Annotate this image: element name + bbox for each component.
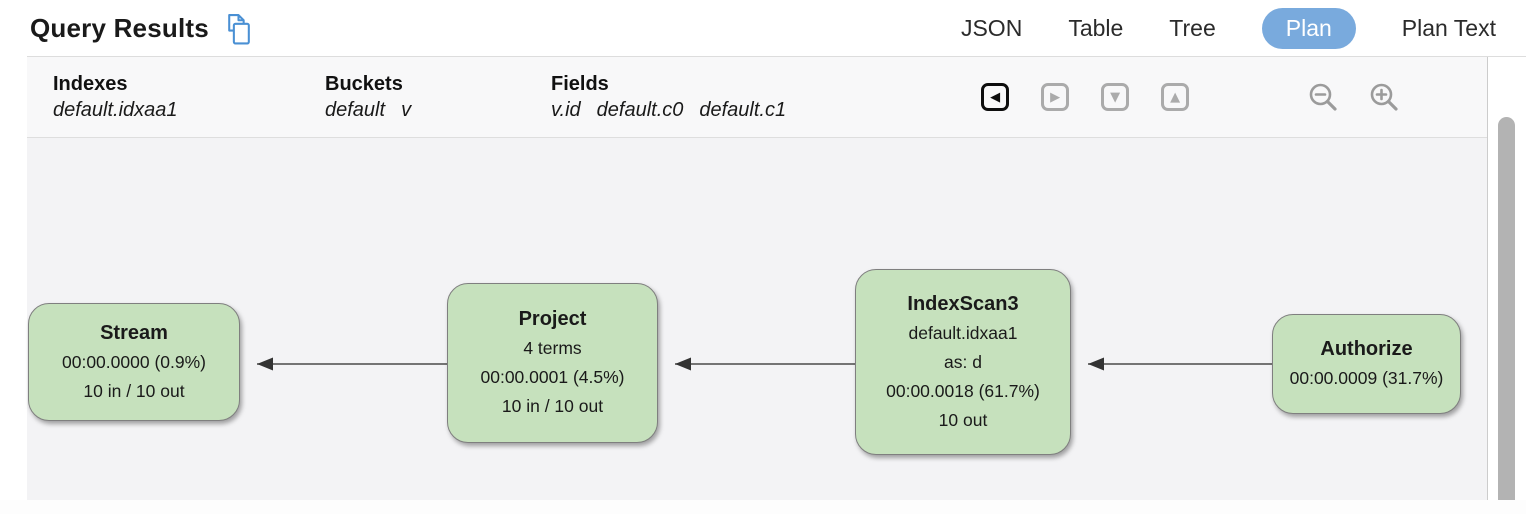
fields-summary: Fields v.id default.c0 default.c1 [551, 73, 786, 121]
vertical-scrollbar[interactable] [1488, 57, 1526, 514]
node-title: IndexScan3 [907, 292, 1019, 315]
header-divider [27, 56, 1526, 57]
tab-json[interactable]: JSON [960, 14, 1023, 41]
node-io: 10 in / 10 out [83, 380, 185, 401]
node-title: Authorize [1320, 338, 1413, 360]
copy-icon[interactable] [225, 13, 252, 46]
buckets-label: Buckets [325, 73, 403, 95]
node-detail: 4 terms [523, 338, 582, 358]
triangle-down-icon: ▼ [1110, 89, 1121, 105]
zoom-in-button[interactable] [1368, 81, 1400, 113]
zoom-out-icon [1309, 83, 1337, 111]
buckets-summary: Buckets default v [325, 73, 551, 121]
orient-up-button[interactable]: ▲ [1161, 83, 1190, 111]
plan-node-project[interactable]: Project 4 terms 00:00.0001 (4.5%) 10 in … [447, 283, 658, 443]
plan-toolbar: Indexes default.idxaa1 Buckets default v… [27, 57, 1487, 138]
plan-edges [257, 357, 1272, 371]
bucket-name: default [325, 99, 386, 121]
node-timing: 00:00.0018 (61.7%) [886, 380, 1040, 401]
orient-down-button[interactable]: ▼ [1101, 83, 1130, 111]
zoom-out-button[interactable] [1307, 81, 1339, 113]
tab-table[interactable]: Table [1068, 14, 1124, 41]
field-name: v.id [551, 99, 581, 121]
node-title: Stream [100, 321, 168, 344]
plan-node-authorize[interactable]: Authorize 00:00.0009 (31.7%) [1272, 314, 1461, 414]
plan-node-stream[interactable]: Stream 00:00.0000 (0.9%) 10 in / 10 out [28, 303, 240, 421]
bottom-strip [0, 500, 1526, 514]
node-io: 10 out [938, 409, 988, 430]
orientation-controls: ◀ ▶ ▼ ▲ [981, 83, 1190, 111]
zoom-in-icon [1370, 83, 1398, 111]
plan-node-indexscan3[interactable]: IndexScan3 default.idxaa1 as: d 00:00.00… [855, 269, 1071, 455]
page-title: Query Results [30, 12, 209, 43]
node-title: Project [518, 308, 587, 330]
node-index: default.idxaa1 [908, 322, 1018, 343]
fields-label: Fields [551, 73, 609, 95]
tab-plan-text[interactable]: Plan Text [1401, 14, 1496, 41]
field-name: default.c1 [699, 99, 787, 121]
tab-plan[interactable]: Plan [1261, 7, 1356, 49]
node-alias: as: d [944, 351, 982, 372]
orient-left-button[interactable]: ◀ [981, 83, 1010, 111]
triangle-up-icon: ▲ [1170, 89, 1181, 105]
node-timing: 00:00.0001 (4.5%) [480, 367, 625, 387]
scrollbar-thumb[interactable] [1498, 117, 1515, 514]
results-header: Query Results JSON Table Tree Plan Plan … [0, 0, 1526, 56]
node-timing: 00:00.0000 (0.9%) [62, 351, 206, 372]
index-name: default.idxaa1 [53, 99, 178, 121]
indexes-label: Indexes [53, 73, 128, 95]
field-name: default.c0 [596, 99, 684, 121]
plan-panel: Indexes default.idxaa1 Buckets default v… [27, 57, 1488, 500]
node-timing: 00:00.0009 (31.7%) [1289, 368, 1444, 388]
orient-right-button[interactable]: ▶ [1041, 83, 1070, 111]
node-io: 10 in / 10 out [501, 396, 604, 416]
triangle-right-icon: ▶ [1050, 89, 1061, 105]
tab-tree[interactable]: Tree [1169, 14, 1216, 41]
indexes-summary: Indexes default.idxaa1 [53, 73, 325, 121]
triangle-left-icon: ◀ [990, 89, 1001, 105]
bucket-alias: v [401, 99, 412, 121]
zoom-controls [1307, 81, 1400, 113]
plan-diagram: Stream 00:00.0000 (0.9%) 10 in / 10 out … [27, 139, 1488, 500]
results-tab-bar: JSON Table Tree Plan Plan Text [960, 7, 1496, 49]
